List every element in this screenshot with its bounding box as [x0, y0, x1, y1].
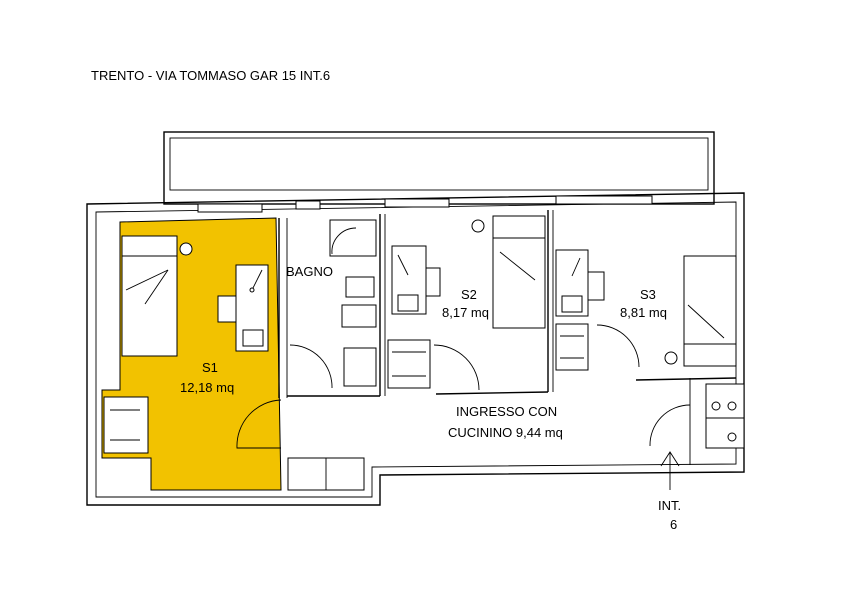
s3-furniture [555, 249, 737, 371]
room-bagno-label: BAGNO [286, 264, 333, 279]
corridor-wardrobe [287, 457, 365, 491]
outer-walls [86, 192, 745, 506]
windows [197, 195, 653, 213]
entrance-arrow [660, 451, 680, 490]
kitchenette [705, 383, 745, 449]
s2-furniture [391, 215, 546, 329]
room-ingresso-area: CUCININO 9,44 mq [448, 425, 563, 440]
s1-furniture [103, 235, 269, 454]
room-s2-area: 8,17 mq [442, 305, 489, 320]
entrance-number: 6 [670, 517, 677, 532]
room-s2-label: S2 [461, 287, 477, 302]
interior-walls [278, 210, 737, 465]
room-s1-area: 12,18 mq [180, 380, 234, 395]
room-s3-label: S3 [640, 287, 656, 302]
balcony [163, 131, 715, 205]
bagno-fixtures [329, 219, 431, 389]
plan-title: TRENTO - VIA TOMMASO GAR 15 INT.6 [91, 68, 330, 83]
door-swings [236, 324, 691, 449]
room-ingresso-label: INGRESSO CON [456, 404, 557, 419]
entrance-label: INT. [658, 498, 681, 513]
room-s3-area: 8,81 mq [620, 305, 667, 320]
room-s1-label: S1 [202, 360, 218, 375]
